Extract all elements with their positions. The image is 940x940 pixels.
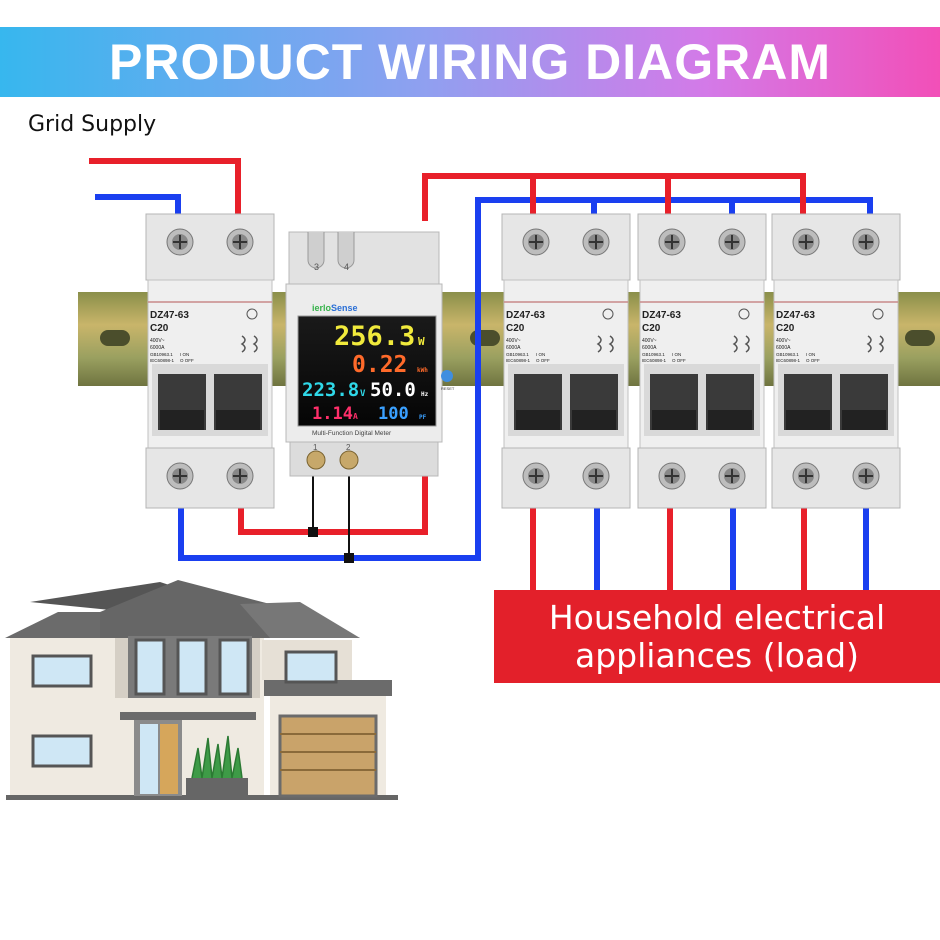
- breaker-std1: GB10963.1: [506, 352, 529, 357]
- meter-brand-prefix: ierlo: [312, 303, 332, 313]
- grid-live-wire: [89, 158, 241, 217]
- svg-text:ierloSense: ierloSense: [312, 303, 358, 313]
- breaker-std2: IEC60898-1: [150, 358, 175, 363]
- meter-terminal-3: 3: [314, 262, 319, 272]
- meter-caption: Multi-Function Digital Meter: [312, 430, 392, 437]
- breaker-off-label: O OFF: [536, 358, 550, 363]
- breaker-model: DZ47-63: [776, 310, 815, 321]
- meter-terminal-2: 2: [346, 443, 351, 452]
- grid-neutral-wire: [95, 194, 181, 217]
- load-label-line1: Household electrical: [548, 597, 886, 637]
- breaker-on-label: I ON: [536, 352, 545, 357]
- meter-reset-label: RESET: [441, 386, 455, 391]
- breaker-off-label: O OFF: [180, 358, 194, 363]
- breaker-off-label: O OFF: [806, 358, 820, 363]
- breaker-std1: GB10963.1: [776, 352, 799, 357]
- breaker-off-label: O OFF: [672, 358, 686, 363]
- junction-neutral: [344, 553, 354, 563]
- meter-terminal-4: 4: [344, 262, 349, 272]
- breaker-voltage: 400V~: [642, 338, 657, 344]
- meter-brand-suffix: Sense: [331, 303, 358, 313]
- breaker-model: DZ47-63: [642, 310, 681, 321]
- grid-supply-label: Grid Supply: [28, 112, 157, 137]
- breaker-on-label: I ON: [806, 352, 815, 357]
- meter-frequency-value: 50.0: [370, 379, 416, 401]
- digital-meter: [285, 231, 453, 477]
- meter-frequency-unit: Hz: [421, 391, 429, 398]
- breaker-capacity: 6000A: [642, 345, 657, 351]
- breaker-std2: IEC60898-1: [776, 358, 801, 363]
- breaker-capacity: 6000A: [506, 345, 521, 351]
- meter-energy-value: 0.22: [352, 352, 407, 378]
- meter-energy-unit: kWh: [417, 367, 428, 374]
- meter-pf-value: 100: [378, 404, 409, 424]
- breaker-voltage: 400V~: [776, 338, 791, 344]
- junction-live: [308, 527, 318, 537]
- meter-voltage-value: 223.8: [302, 379, 359, 401]
- house-illustration: [5, 580, 398, 800]
- breaker-voltage: 400V~: [150, 338, 165, 344]
- breaker-std1: GB10963.1: [150, 352, 173, 357]
- breaker-std2: IEC60898-1: [642, 358, 667, 363]
- load-label-box: Household electrical appliances (load): [494, 590, 940, 683]
- meter-current-value: 1.14: [312, 404, 353, 424]
- breaker-rating: C20: [150, 323, 169, 334]
- meter-pf-unit: PF: [419, 414, 427, 421]
- breaker-rating: C20: [776, 323, 795, 334]
- breaker-on-label: I ON: [672, 352, 681, 357]
- breaker-std1: GB10963.1: [642, 352, 665, 357]
- meter-live-bus-wire: [422, 173, 806, 221]
- breaker-model: DZ47-63: [150, 310, 189, 321]
- breaker-std2: IEC60898-1: [506, 358, 531, 363]
- title-banner: PRODUCT WIRING DIAGRAM: [0, 27, 940, 97]
- load-label-line2: appliances (load): [575, 635, 859, 675]
- breaker-on-label: I ON: [180, 352, 189, 357]
- meter-power-value: 256.3: [334, 321, 415, 352]
- main-neutral-out-wire: [178, 197, 873, 561]
- breaker-rating: C20: [642, 323, 661, 334]
- diagram-title: PRODUCT WIRING DIAGRAM: [109, 34, 831, 90]
- meter-power-unit: W: [418, 335, 425, 348]
- breaker-capacity: 6000A: [776, 345, 791, 351]
- meter-current-unit: A: [353, 412, 358, 421]
- breaker-voltage: 400V~: [506, 338, 521, 344]
- meter-terminal-1: 1: [313, 443, 318, 452]
- breaker-model: DZ47-63: [506, 310, 545, 321]
- breaker-capacity: 6000A: [150, 345, 165, 351]
- breaker-rating: C20: [506, 323, 525, 334]
- meter-voltage-unit: V: [360, 389, 366, 399]
